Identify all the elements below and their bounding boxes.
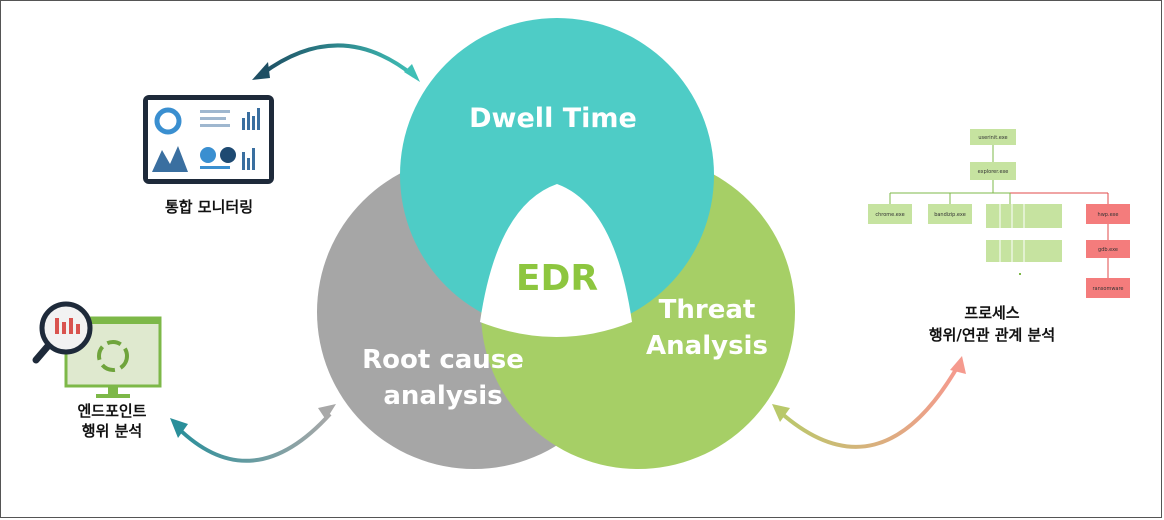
edr-center: [480, 184, 632, 337]
svg-text:explorer.exe: explorer.exe: [978, 169, 1009, 175]
endpoint-caption-2: 행위 분석: [82, 422, 142, 440]
svg-text:bandizip.exe: bandizip.exe: [934, 212, 966, 218]
process-node-gdb: [1086, 240, 1130, 258]
threat-label-1: Threat: [659, 295, 756, 325]
left-arrow-head-right-icon: [318, 404, 336, 420]
svg-text:chrome.exe: chrome.exe: [875, 212, 904, 218]
process-node-ransomware: [1086, 278, 1130, 298]
process-caption-2: 행위/연관 관계 분석: [929, 326, 1055, 344]
process-tree: userinit.exe explorer.exe chrome.exe ban…: [868, 129, 1130, 298]
process-node-root: [970, 129, 1016, 145]
svg-text:userinit.exe: userinit.exe: [978, 135, 1007, 141]
dwell-time-circle: [400, 18, 714, 332]
process-caption-1: 프로세스: [964, 304, 1019, 322]
left-arrow-head-left-icon: [170, 418, 188, 438]
process-node-bandizip: [928, 204, 972, 224]
monitoring-dashboard-icon: [143, 95, 274, 184]
dwell-time-label: Dwell Time: [469, 103, 637, 134]
monitoring-caption: 통합 모니터링: [165, 198, 253, 216]
root-cause-label-1: Root cause: [362, 345, 524, 375]
top-arrow-head-right-icon: [404, 64, 420, 82]
right-arrow-head-left-icon: [772, 404, 790, 422]
endpoint-caption-1: 엔드포인트: [77, 402, 146, 420]
process-node-chrome: [868, 204, 912, 224]
svg-text:hwp.exe: hwp.exe: [1098, 212, 1119, 218]
svg-text:ransomware: ransomware: [1093, 286, 1124, 292]
right-arrow-head-right-icon: [950, 356, 966, 374]
biohazard-icon: [97, 340, 129, 372]
edr-label: EDR: [516, 258, 598, 299]
process-node-explorer: [970, 162, 1016, 180]
svg-text:gdb.exe: gdb.exe: [1098, 247, 1118, 253]
top-arrow-head-left-icon: [252, 62, 270, 80]
left-arrow: [176, 412, 332, 463]
process-node-hwp: [1086, 204, 1130, 224]
top-arrow: [260, 43, 416, 78]
right-arrow: [778, 364, 960, 449]
threat-label-2: Analysis: [646, 331, 768, 361]
endpoint-monitor-icon: [32, 301, 162, 398]
root-cause-label-2: analysis: [383, 381, 502, 411]
